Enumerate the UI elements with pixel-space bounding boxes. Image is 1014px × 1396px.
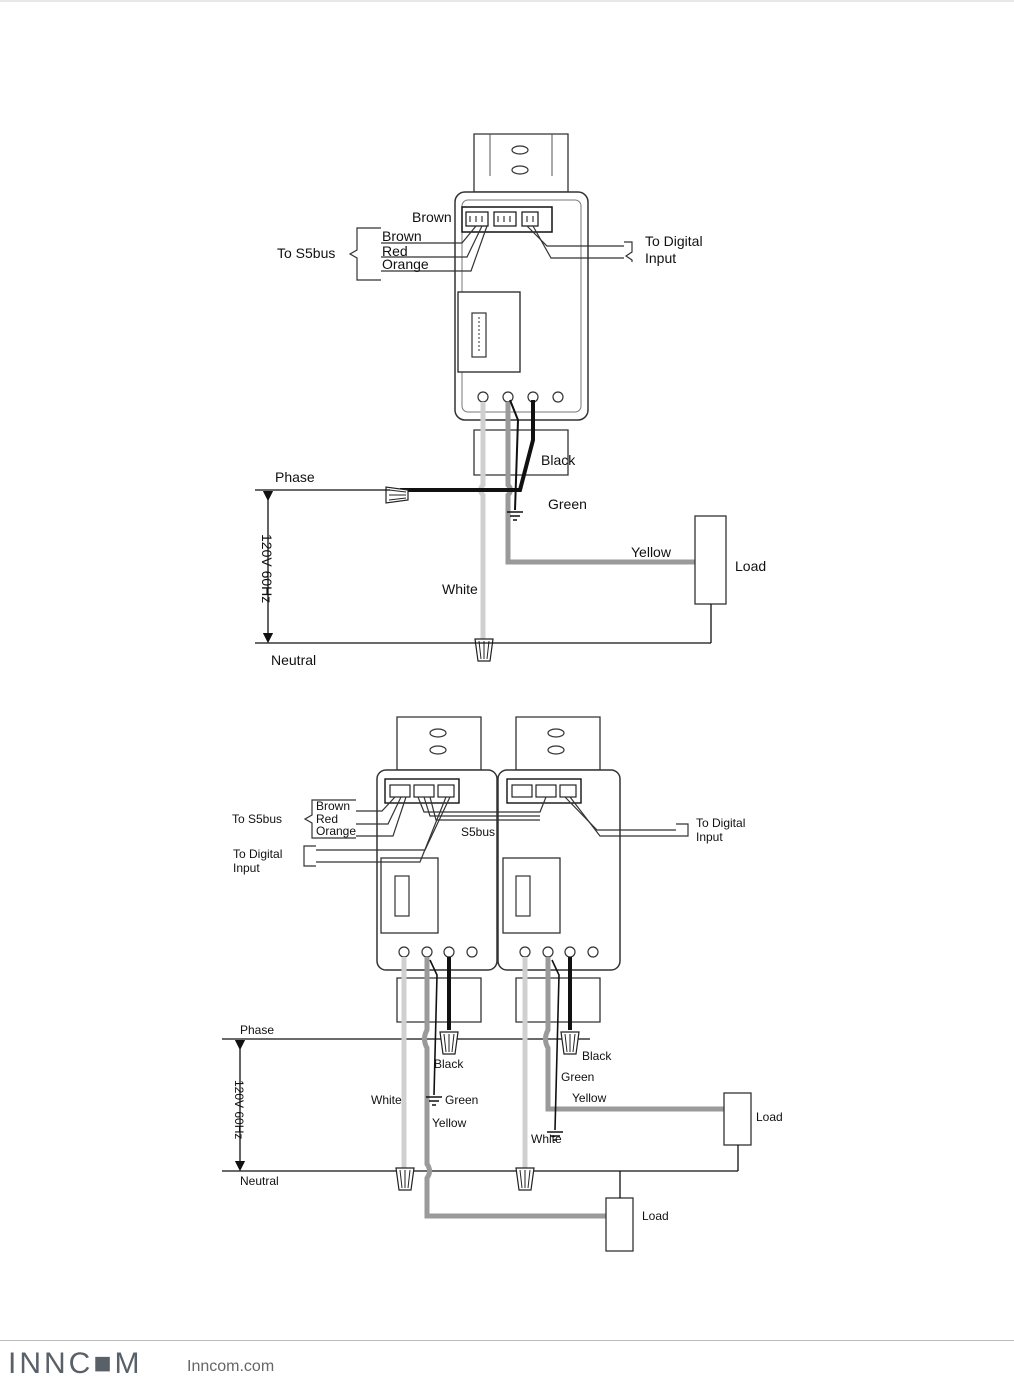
mounting-strap-top [474,134,568,192]
bracket-digital [624,242,632,262]
wire-nut-icon [516,1168,534,1190]
label-input: Input [645,250,676,266]
bracket-digital-left [304,846,316,866]
white-wire [481,402,484,648]
label-yellow-right: Yellow [572,1091,607,1105]
connector-block-right [507,779,581,803]
label-brown-2: Brown [316,799,350,813]
label-neutral: Neutral [271,652,316,668]
label-green-left: Green [445,1093,478,1107]
rocker-switch-left [395,876,409,916]
terminal [478,392,488,402]
label-green-right: Green [561,1070,594,1084]
label-orange: Orange [382,256,429,272]
label-green: Green [548,496,587,512]
label-yellow: Yellow [631,544,672,560]
label-voltage: 120V 60Hz [259,534,275,603]
label-yellow-left: Yellow [432,1116,467,1130]
terminal [503,392,513,402]
label-neutral-2: Neutral [240,1174,279,1188]
label-load-bottom: Load [642,1209,669,1223]
label-black: Black [541,452,576,468]
label-to-digital-right: To Digital [696,816,745,830]
label-phase-2: Phase [240,1023,274,1037]
page-footer: INNC■M Inncom.com [0,1340,1014,1396]
mounting-strap-top-right [516,717,600,770]
label-white: White [442,581,478,597]
mounting-strap-top-left [397,717,481,770]
label-brown: Brown [382,228,422,244]
label-s5bus: S5bus [461,825,495,839]
brand-logo: INNC■M [8,1347,142,1381]
wire-nut-icon [396,1168,414,1190]
diagram-two-switches: Brown Red Orange To S5bus S5bus To Digit… [222,717,783,1251]
connector-block-left [385,779,459,803]
label-to-digital: To Digital [645,233,703,249]
label-orange-2: Orange [316,824,356,838]
label-load-right: Load [756,1110,783,1124]
load-box-bottom [606,1198,633,1251]
label-black-right: Black [582,1049,612,1063]
load-box [695,516,726,604]
rocker-switch-right [516,876,530,916]
wire-nut-icon [475,639,493,661]
label-black-left: Black [434,1057,464,1071]
label-white-left: White [371,1093,402,1107]
label-voltage-2: 120V 60Hz [232,1080,246,1139]
diagram-single-switch: Brown To S5bus Brown Red Orange To Digit… [255,134,766,668]
rocker-frame [458,292,520,372]
label-to-s5bus-2: To S5bus [232,812,282,826]
bracket-digital-right [676,824,688,836]
wire-nut-icon [561,1032,579,1054]
label-input-left: Input [233,861,260,875]
label-to-s5bus: To S5bus [277,245,335,261]
bracket-s5bus [350,228,381,280]
yellow-wire [508,402,695,562]
terminal [553,392,563,402]
rocker-frame-right [503,858,560,933]
label-brown-top: Brown [412,209,452,225]
label-load: Load [735,558,766,574]
label-white-right: White [531,1132,562,1146]
wire-nut-icon [440,1032,458,1054]
label-phase: Phase [275,469,315,485]
website-link[interactable]: Inncom.com [187,1358,274,1376]
label-to-digital-left: To Digital [233,847,282,861]
load-box-right [724,1093,751,1145]
label-input-right: Input [696,830,723,844]
